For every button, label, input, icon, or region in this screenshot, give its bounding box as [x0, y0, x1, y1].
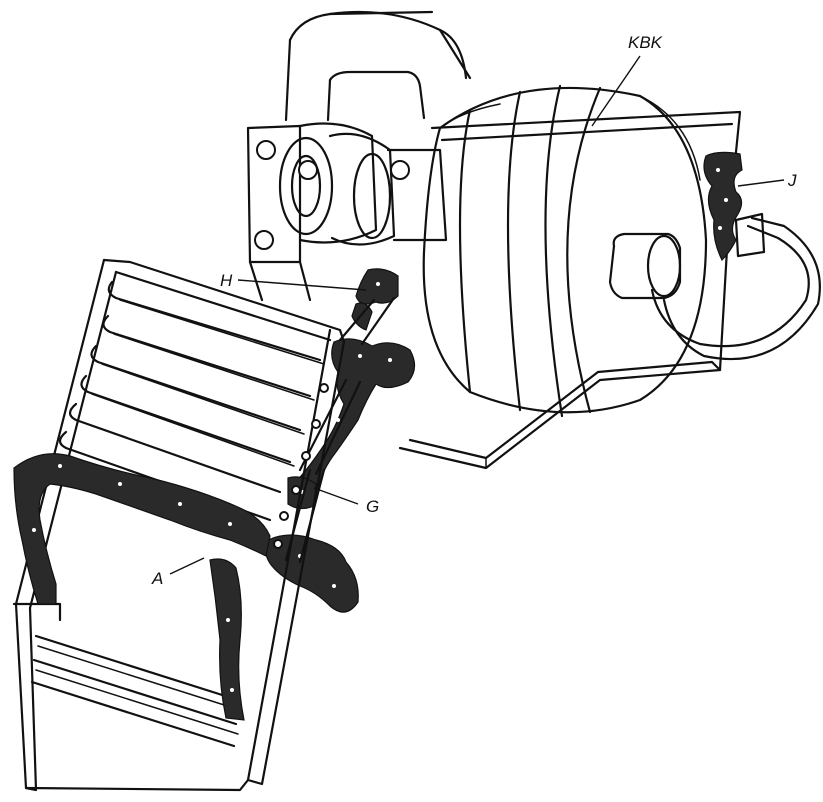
rack-frame [12, 258, 346, 792]
leader-h [237, 279, 367, 291]
leader-a [169, 557, 205, 575]
callout-a: A [151, 569, 163, 588]
bolt-icon [254, 230, 274, 250]
bearing-assembly [246, 122, 448, 302]
leader-g [313, 487, 359, 505]
callout-j: J [787, 171, 797, 190]
drum [422, 84, 708, 418]
deposit-j [703, 151, 743, 262]
callout-labels: KBK J H G A [151, 33, 797, 588]
bolt-icon [298, 160, 318, 180]
callout-h: H [220, 271, 233, 290]
deposit-g [265, 338, 416, 613]
bolt-icon [390, 160, 410, 180]
mounting-bracket [398, 110, 742, 470]
deposit-a [13, 453, 271, 721]
hose [650, 212, 821, 361]
callout-g: G [366, 497, 379, 516]
upper-housing [284, 10, 472, 122]
leader-j [737, 179, 785, 187]
callout-kbk: KBK [628, 33, 663, 52]
leader-lines [169, 55, 785, 575]
leader-kbk [591, 55, 641, 127]
deposit-h [351, 268, 399, 331]
bolt-icon [256, 140, 276, 160]
